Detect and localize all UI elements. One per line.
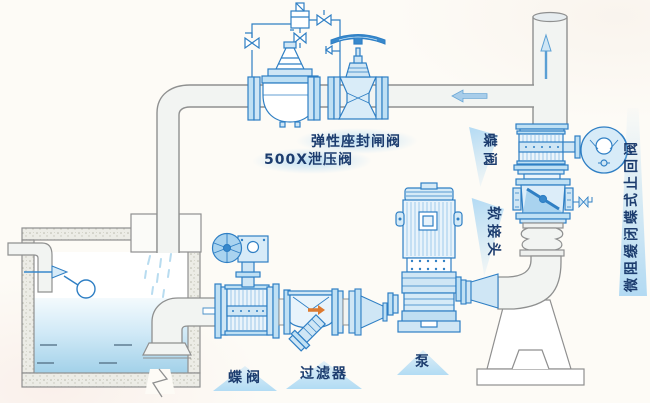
butterfly-valve-top: [516, 130, 566, 165]
riser-valve-train: [512, 123, 628, 224]
butterfly-valve-bottom: [211, 232, 280, 339]
flexible-joint-label: 软接头: [485, 206, 501, 260]
float-ball: [76, 279, 96, 299]
drain-valve: [573, 195, 593, 209]
gear-actuator-top: [562, 126, 628, 174]
water-splash: [144, 253, 172, 298]
riser-pipe: [532, 11, 568, 126]
pump-body: [387, 257, 462, 333]
gate-valve-handwheel: [330, 34, 386, 45]
butterfly-valve-bottom-label: 蝶阀: [228, 370, 264, 386]
check-valve-label: 微阻缓闭蝶式止回阀: [624, 139, 640, 292]
check-valve: [512, 178, 574, 224]
strainer-leg: [288, 313, 327, 352]
pilot-circuit: [244, 2, 341, 84]
discharge-elbow: [497, 255, 562, 310]
suction-bell-mouth: [142, 342, 192, 356]
flow-arrow-left-icon: [451, 89, 488, 103]
water-level-marks: [37, 344, 132, 364]
strainer-label: 过滤器: [300, 366, 348, 382]
gate-valve-label: 弹性座封闸阀: [311, 134, 401, 150]
suction-pipe: [142, 297, 218, 359]
strainer-flow-arrow-icon: [308, 305, 325, 315]
y-strainer: [283, 288, 344, 352]
pump-label: 泵: [415, 354, 430, 370]
label-highlight: [252, 148, 372, 174]
flexible-joint: [519, 222, 565, 257]
relief-valve-500x: [244, 2, 341, 128]
top-pipe-run: [156, 84, 534, 253]
flow-arrow-up-icon: [540, 33, 552, 79]
pump-motor: [395, 182, 463, 259]
relief-valve-label: 500X泄压阀: [264, 152, 354, 168]
gear-actuator-bottom: [211, 232, 269, 288]
discharge-cone: [460, 273, 499, 309]
reducer-cone: [348, 288, 388, 336]
relief-valve-body: [247, 41, 321, 128]
spool-pipe-2: [342, 298, 350, 326]
butterfly-valve-right-label: 蝶阀: [481, 133, 497, 171]
pump: [387, 182, 463, 333]
gate-valve: [327, 34, 389, 120]
float-valve: [7, 242, 96, 299]
pump-pedestal: [476, 299, 585, 386]
